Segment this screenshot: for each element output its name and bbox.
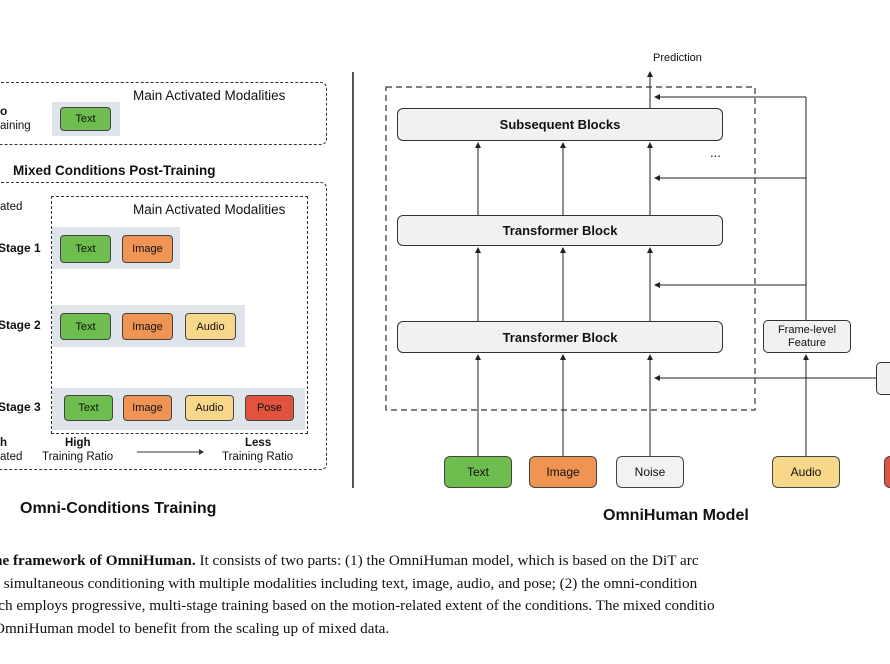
pose-encoder-box (876, 362, 890, 395)
panel-divider (352, 72, 354, 488)
audio-chip: Audio (185, 313, 236, 340)
pretrain-side-label-2: aining (0, 120, 31, 132)
pretrain-box (0, 82, 327, 145)
less-ratio-label: Training Ratio (222, 451, 294, 463)
post-side-label: ated (0, 201, 23, 213)
stage-label: Stage 3 (0, 400, 41, 414)
stage-label: Stage 2 (0, 318, 41, 332)
left-panel: o aining Main Activated Modalities Text … (0, 0, 355, 530)
stage-label: Stage 1 (0, 241, 41, 255)
prediction-label: Prediction (653, 52, 702, 64)
transformer-block: Transformer Block (397, 215, 723, 246)
pretrain-text-chip: Text (60, 107, 111, 131)
caption-line-2: s simultaneous conditioning with multipl… (0, 574, 698, 592)
caption-line-1: he framework of OmniHuman. It consists o… (0, 550, 890, 573)
audio-chip: Audio (185, 395, 234, 421)
ellipsis: ... (710, 145, 721, 160)
caption-line-1-rest: It consists of two parts: (1) the OmniHu… (195, 552, 699, 569)
input-text-chip: Text (444, 456, 512, 488)
post-training-box (0, 182, 327, 470)
caption-line-3: ich employs progressive, multi-stage tra… (0, 597, 715, 614)
frame-level-feature-label: Frame-level Feature (777, 323, 837, 349)
less-label: Less (245, 437, 272, 449)
bottom-side-label: h (0, 437, 8, 449)
pretrain-side-label: o (0, 104, 8, 118)
bottom-side-label-2: ated (0, 451, 23, 463)
high-ratio-label: Training Ratio (42, 451, 114, 463)
stages-box (51, 196, 308, 434)
transformer-block: Transformer Block (397, 321, 723, 353)
text-chip: Text (60, 313, 111, 340)
text-chip: Text (64, 395, 113, 421)
figure-caption: he framework of OmniHuman. It consists o… (0, 550, 890, 640)
right-panel-title: OmniHuman Model (603, 507, 749, 524)
pose-chip: Pose (245, 395, 294, 421)
input-audio-chip: Audio (772, 456, 840, 488)
caption-line-4: OmniHuman model to benefit from the scal… (0, 619, 390, 637)
input-pose-chip (884, 456, 890, 488)
text-chip: Text (60, 235, 111, 263)
image-chip: Image (123, 395, 172, 421)
frame-level-feature: Frame-level Feature (763, 320, 851, 353)
post-training-title: Mixed Conditions Post-Training (13, 163, 216, 178)
input-image-chip: Image (529, 456, 597, 488)
stages-heading: Main Activated Modalities (133, 202, 286, 217)
image-chip: Image (122, 235, 173, 263)
image-chip: Image (122, 313, 173, 340)
subsequent-blocks: Subsequent Blocks (397, 108, 723, 141)
input-noise-chip: Noise (616, 456, 684, 488)
high-label: High (65, 437, 91, 449)
ratio-arrow (137, 449, 204, 455)
pretrain-heading: Main Activated Modalities (133, 88, 286, 103)
caption-bold: he framework of OmniHuman. (0, 552, 196, 569)
left-panel-title: Omni-Conditions Training (20, 500, 217, 517)
